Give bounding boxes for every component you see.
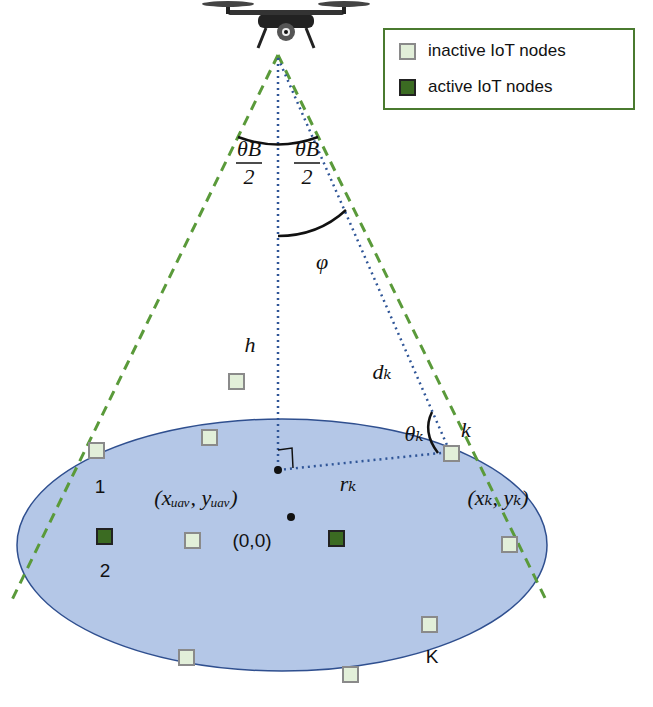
right-angle-mark bbox=[278, 448, 293, 468]
legend-entry: inactive IoT nodes bbox=[385, 33, 633, 69]
diagram-label: K bbox=[426, 647, 439, 666]
uav-drone bbox=[202, 1, 370, 48]
diagram-label: 2 bbox=[100, 561, 111, 580]
iot-nodes bbox=[89, 374, 517, 682]
beam-edge bbox=[10, 55, 278, 604]
coverage-area bbox=[17, 419, 547, 671]
angle-arc bbox=[278, 210, 346, 236]
diagram-label: θB bbox=[295, 138, 319, 160]
diagram-label: θₖ bbox=[405, 423, 424, 445]
diagram-label: (xₖ, yₖ) bbox=[467, 487, 528, 509]
legend-swatch bbox=[399, 43, 416, 60]
diagram-label: 2 bbox=[244, 166, 255, 188]
fraction-bar bbox=[236, 162, 262, 164]
uav-projection-point bbox=[274, 466, 282, 474]
legend-entry: active IoT nodes bbox=[385, 69, 633, 105]
diagram-label: rₖ bbox=[340, 473, 357, 495]
diagram-label: 1 bbox=[95, 477, 106, 496]
legend-text: inactive IoT nodes bbox=[428, 41, 566, 61]
distance-line bbox=[278, 58, 450, 452]
angle-arc bbox=[428, 412, 438, 453]
legend-swatch bbox=[399, 79, 416, 96]
diagram-label: dₖ bbox=[372, 361, 391, 383]
diagram-label: 2 bbox=[302, 166, 313, 188]
diagram-label: (0,0) bbox=[232, 531, 271, 550]
legend-text: active IoT nodes bbox=[428, 77, 552, 97]
beam-edge bbox=[278, 55, 548, 604]
height-line bbox=[277, 58, 280, 470]
fraction-bar bbox=[294, 162, 320, 164]
active-iot-nodes bbox=[97, 529, 344, 546]
diagram-label: k bbox=[461, 419, 471, 441]
legend-box: inactive IoT nodes active IoT nodes bbox=[383, 28, 635, 110]
diagram-label: θB bbox=[237, 138, 261, 160]
diagram-label: h bbox=[245, 334, 256, 356]
radius-line bbox=[278, 452, 450, 470]
diagram-label: φ bbox=[316, 251, 328, 273]
diagram-label: (xᵤₐᵥ, yᵤₐᵥ) bbox=[154, 487, 237, 509]
origin-point bbox=[287, 513, 295, 521]
